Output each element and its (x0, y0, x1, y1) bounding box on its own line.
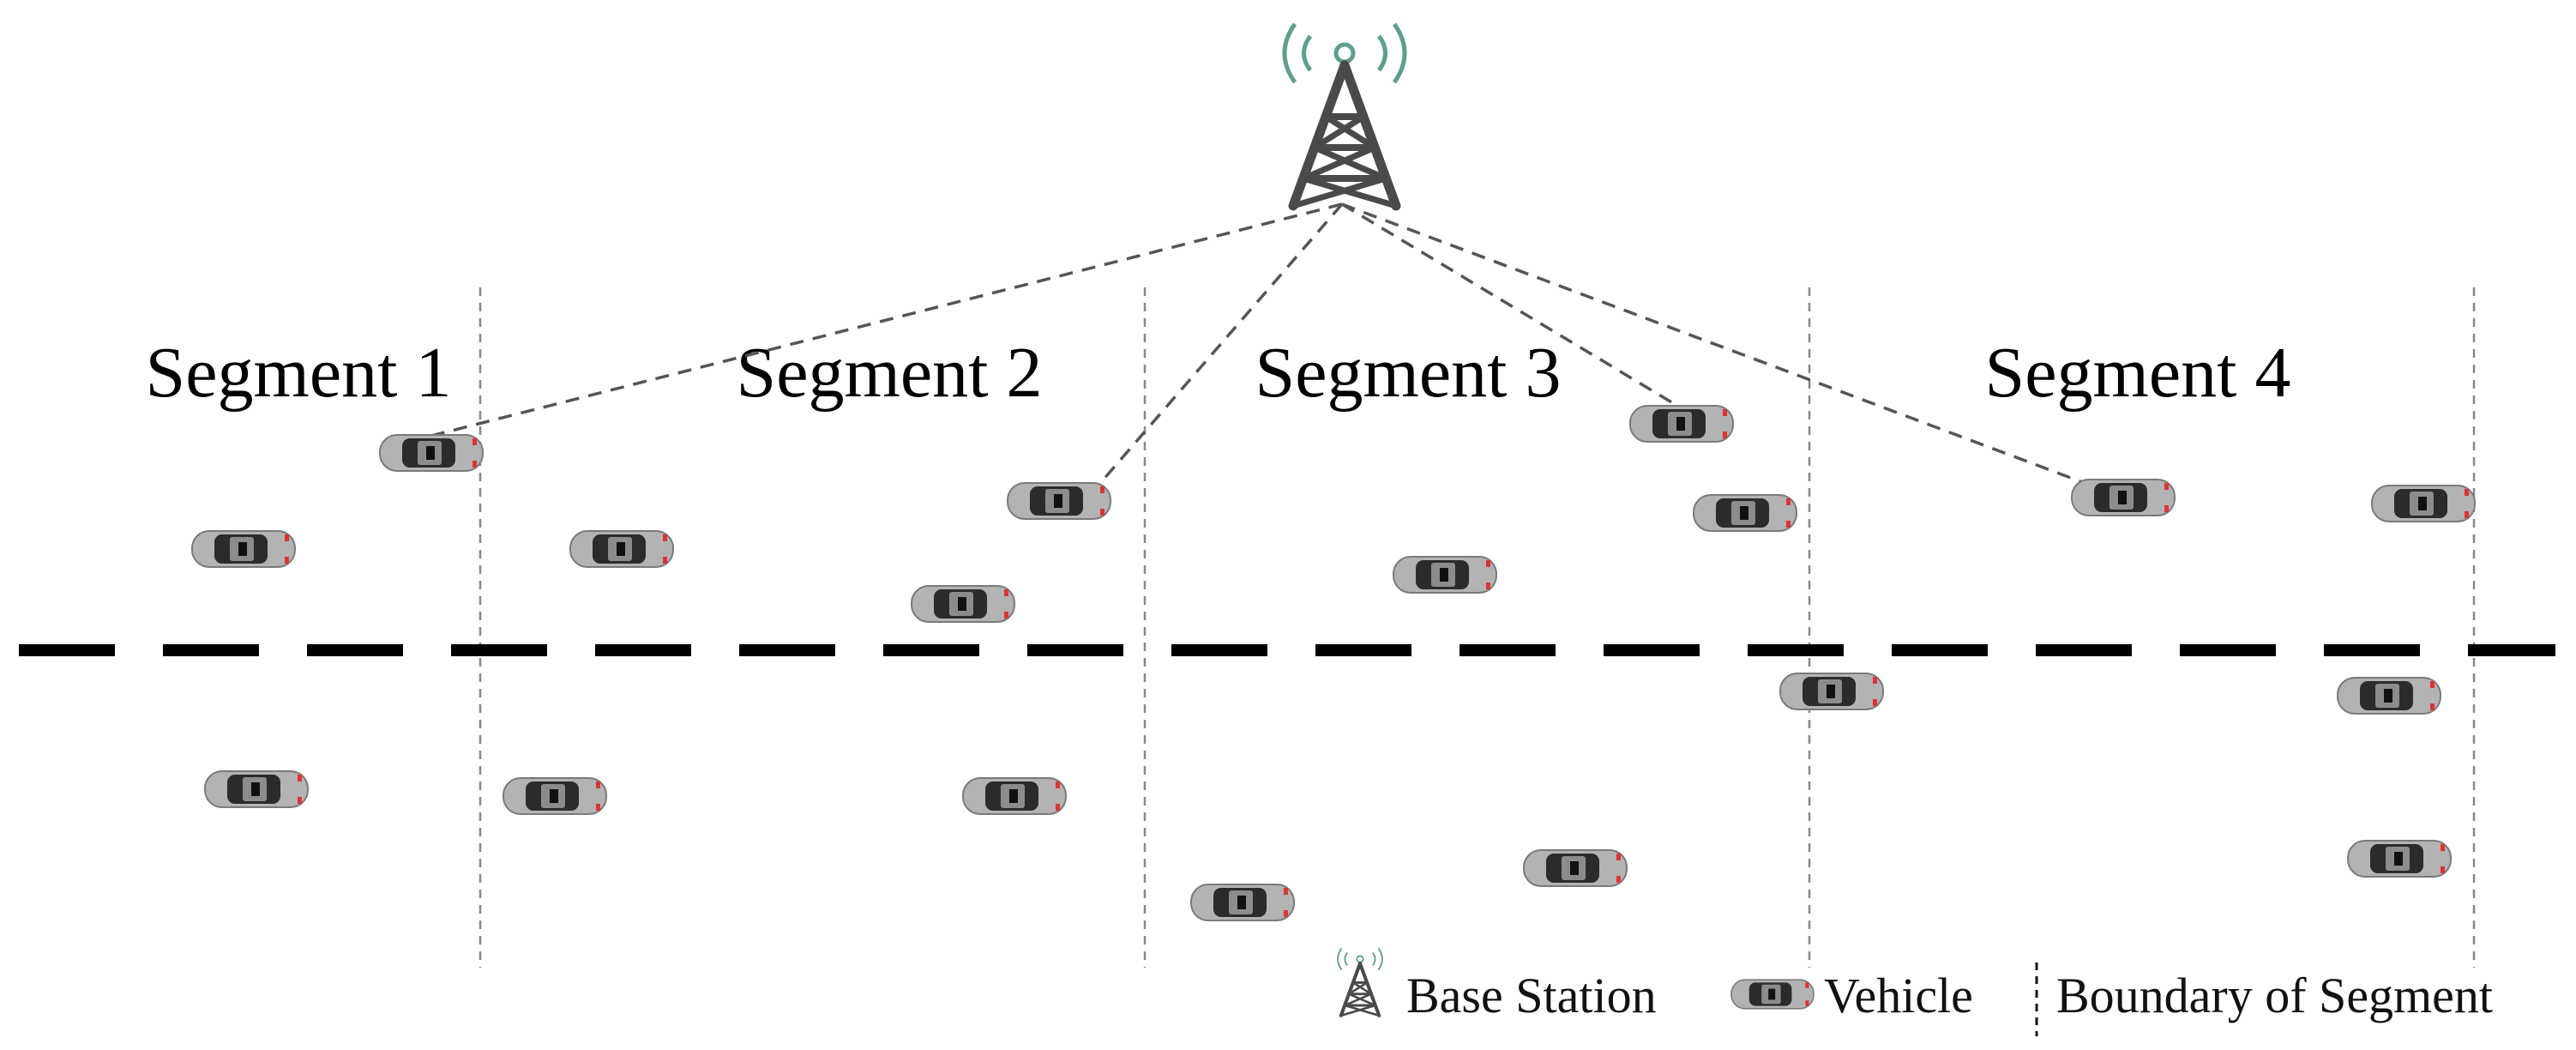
legend-base-station-icon (1338, 948, 1382, 1015)
segment-label-2: Segment 2 (737, 333, 1043, 413)
communication-links (430, 202, 2124, 503)
vehicle-icon (191, 530, 296, 568)
legend-boundary-label: Boundary of Segment (2056, 968, 2493, 1023)
vehicles (191, 405, 2476, 921)
vehicle-icon (2071, 479, 2176, 516)
vehicle-icon (1523, 849, 1628, 887)
link-line-4 (1341, 202, 2124, 499)
vehicle-icon (1393, 556, 1497, 594)
vehicle-icon (1779, 673, 1884, 710)
legend: Base Station Vehicle Boundary of Segment (1338, 948, 2493, 1036)
legend-vehicle-icon (1730, 979, 1815, 1010)
vehicle-icon (379, 434, 484, 472)
legend-base-station-label: Base Station (1406, 968, 1657, 1023)
vehicle-icon (569, 530, 674, 568)
segment-boundaries (478, 287, 2476, 968)
vehicle-icon (1190, 884, 1295, 921)
vehicle-icon (204, 770, 309, 808)
link-line-1 (430, 202, 1343, 438)
vehicle-icon (2371, 485, 2476, 522)
segment-label-3: Segment 3 (1255, 333, 1562, 413)
link-line-2 (1083, 202, 1344, 503)
vehicle-icon (2337, 677, 2441, 715)
vehicle-icon (1007, 482, 1111, 520)
base-station-tower-icon (1285, 24, 1405, 206)
link-line-3 (1341, 202, 1682, 410)
segment-label-1: Segment 1 (146, 333, 452, 413)
vehicle-icon (2347, 840, 2452, 878)
vehicle-icon (1629, 405, 1734, 443)
vehicle-icon (503, 777, 607, 815)
legend-vehicle-label: Vehicle (1824, 968, 1973, 1023)
segment-label-4: Segment 4 (1985, 333, 2291, 413)
segment-labels: Segment 1 Segment 2 Segment 3 Segment 4 (146, 333, 2291, 413)
vehicle-icon (911, 585, 1015, 623)
vehicle-icon (1693, 494, 1797, 532)
vehicle-icon (962, 777, 1067, 815)
